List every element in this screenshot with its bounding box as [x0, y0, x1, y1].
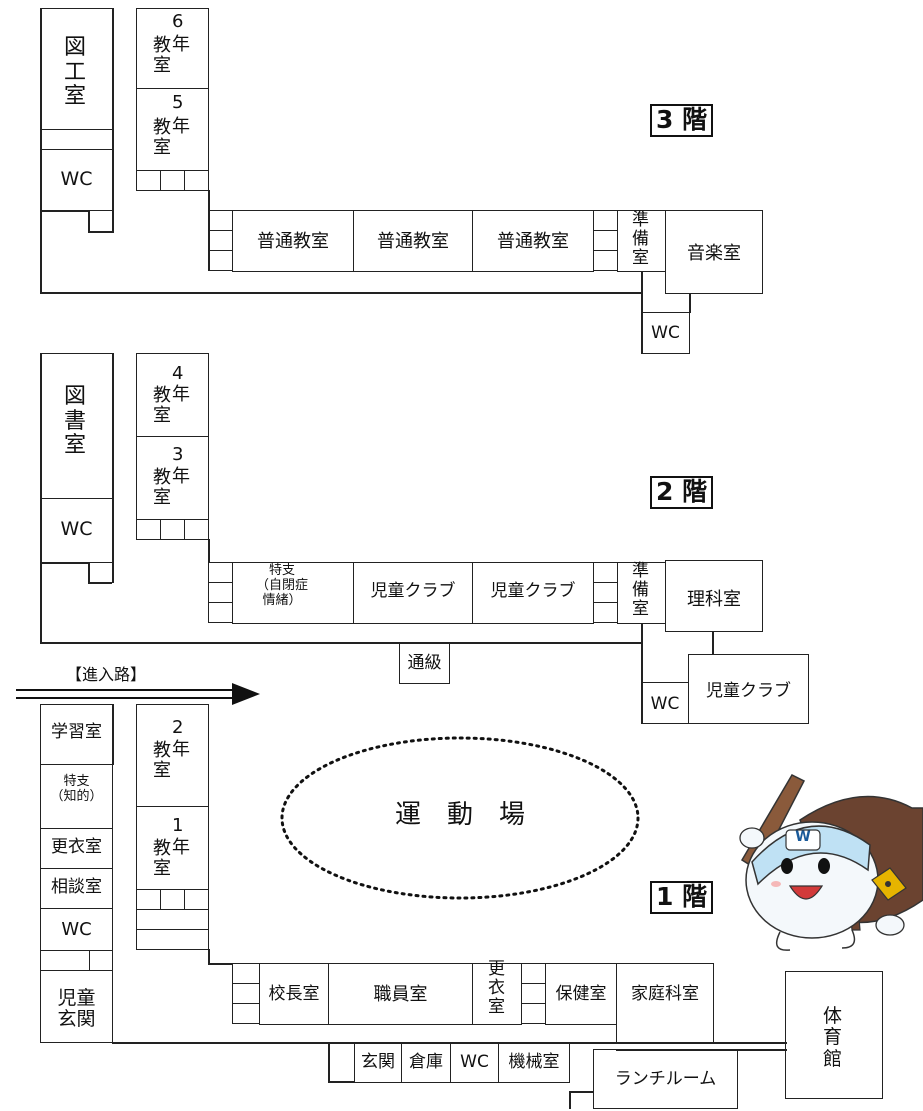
lunch-room: [593, 1049, 738, 1109]
gymnasium: [785, 971, 883, 1099]
prep-room-2f-label: 準備室: [632, 561, 649, 620]
grade4-nen: 年: [172, 384, 190, 405]
library-label: 図書室: [64, 384, 87, 459]
grade3-nen: 年: [172, 466, 190, 487]
grade2-number: 2: [172, 717, 184, 738]
floor-3-label: 3 階: [650, 104, 714, 137]
wc-2f-right: [641, 682, 689, 724]
grade5-label: 教室: [153, 117, 171, 159]
front-entrance-label: 玄関: [361, 1052, 395, 1072]
music-room: [665, 210, 763, 294]
grade1-number: 1: [172, 815, 184, 836]
wc-1f-left-label: WC: [61, 919, 92, 940]
special-support-1f-label: 特支 （知的）: [50, 774, 103, 804]
wc-2f-right-label: WC: [650, 694, 680, 714]
grade6-number: 6: [172, 11, 184, 32]
stairs-1f-b: [136, 929, 209, 950]
counseling-room-label: 相談室: [51, 877, 102, 897]
classroom-3f-2-label: 普通教室: [377, 231, 449, 252]
home-economics-room-label: 家庭科室: [631, 984, 699, 1004]
floor-1-label: 1 階: [650, 881, 714, 914]
grade4-number: 4: [172, 363, 184, 384]
children-entrance: [40, 970, 113, 1043]
resource-room: [399, 642, 450, 684]
kids-club-2f-3-label: 児童クラブ: [706, 681, 791, 701]
grade3-number: 3: [172, 444, 184, 465]
wc-3f-right-label: WC: [651, 323, 680, 343]
music-room-label: 音楽室: [687, 243, 741, 264]
classroom-3f-1-label: 普通教室: [257, 231, 329, 252]
wc-1f-bottom-label: WC: [460, 1052, 489, 1072]
grade5-number: 5: [172, 92, 184, 113]
locker-3f-c: [184, 170, 209, 191]
grade2-label: 教室: [153, 740, 171, 782]
gymnasium-label: 体育館: [823, 1005, 843, 1070]
staff-room-label: 職員室: [373, 984, 428, 1005]
principal-office-label: 校長室: [268, 984, 320, 1004]
grade6-label: 教室: [153, 35, 171, 77]
changing-room-1f-mid-label: 更衣室: [488, 959, 505, 1018]
grade2-nen: 年: [172, 739, 190, 760]
machine-room: [498, 1042, 570, 1083]
grade1-label: 教室: [153, 838, 171, 880]
floor-2-label: 2 階: [650, 476, 714, 509]
science-room-label: 理科室: [687, 589, 741, 610]
wc-3f-left-label: WC: [60, 168, 93, 190]
children-entrance-label: 児童 玄関: [57, 987, 96, 1030]
locker-2f-c: [184, 519, 209, 540]
art-room-label: 図工室: [64, 35, 87, 110]
playground-label: 運 動 場: [394, 800, 525, 830]
kids-club-2f-2-label: 児童クラブ: [490, 581, 576, 601]
classroom-3f-3-label: 普通教室: [497, 231, 569, 252]
study-room-label: 学習室: [51, 722, 102, 742]
grade1-nen: 年: [172, 837, 190, 858]
wc-2f-left: [40, 498, 113, 563]
science-room: [665, 560, 763, 632]
nurse-office-label: 保健室: [555, 984, 607, 1004]
grade6-nen: 年: [172, 34, 190, 55]
wc-3f-left-room: [40, 149, 113, 211]
resource-room-label: 通級: [407, 653, 442, 673]
machine-room-label: 機械室: [508, 1052, 560, 1072]
special-support-2f-label: 特支 （自閉症 情緒）: [255, 563, 308, 608]
mascot-cap-letter: W: [795, 829, 811, 845]
grade3-label: 教室: [153, 467, 171, 509]
kids-club-2f-1-label: 児童クラブ: [370, 581, 456, 601]
grade5-nen: 年: [172, 116, 190, 137]
approach-label: 【進入路】: [66, 665, 147, 684]
wc-3f-right: [641, 312, 690, 354]
changing-room-1f-left-label: 更衣室: [51, 837, 102, 857]
wc-2f-left-label: WC: [60, 518, 93, 540]
lunch-room-label: ランチルーム: [614, 1069, 717, 1089]
grade4-label: 教室: [153, 385, 171, 427]
prep-room-3f-label: 準備室: [632, 210, 649, 269]
storage-room-label: 倉庫: [409, 1052, 443, 1072]
